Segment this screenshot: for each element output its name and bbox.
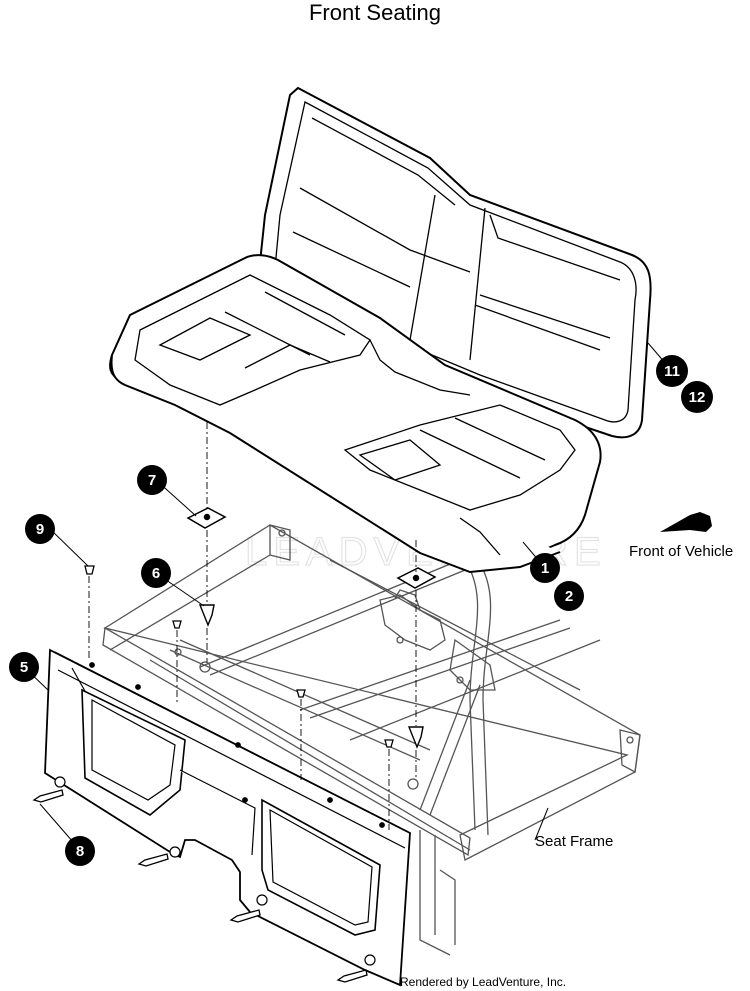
svg-text:12: 12 [689,389,706,406]
mounting-pad [186,507,437,589]
bolt [32,789,368,983]
screw [84,565,394,748]
callout-12: 12 [681,381,713,413]
svg-text:6: 6 [152,565,160,582]
diagram-title: Front Seating [308,0,442,25]
svg-text:7: 7 [148,472,156,489]
svg-text:9: 9 [36,521,44,538]
front-of-vehicle-label: Front of Vehicle [629,543,733,560]
callout-7: 7 [137,465,167,495]
credit-text: Rendered by LeadVenture, Inc. [400,975,566,989]
seat-cushion [109,254,602,574]
svg-text:1: 1 [541,560,549,577]
seat-back [253,86,652,439]
callout-5: 5 [9,652,39,682]
callout-6: 6 [141,558,171,588]
callout-2: 2 [554,581,584,611]
alignment-lines [88,422,417,830]
callout-1: 1 [530,553,560,583]
callout-9: 9 [25,514,55,544]
svg-text:5: 5 [20,659,28,676]
seat-base-panel [44,648,411,987]
callout-11: 11 [656,355,688,387]
svg-text:8: 8 [76,843,84,860]
seat-frame [102,524,641,956]
seat-frame-label: Seat Frame [535,833,613,850]
front-arrow-icon [660,512,712,532]
callout-8: 8 [65,836,95,866]
svg-text:11: 11 [664,363,680,380]
svg-text:2: 2 [565,588,573,605]
push-fastener [198,604,424,749]
